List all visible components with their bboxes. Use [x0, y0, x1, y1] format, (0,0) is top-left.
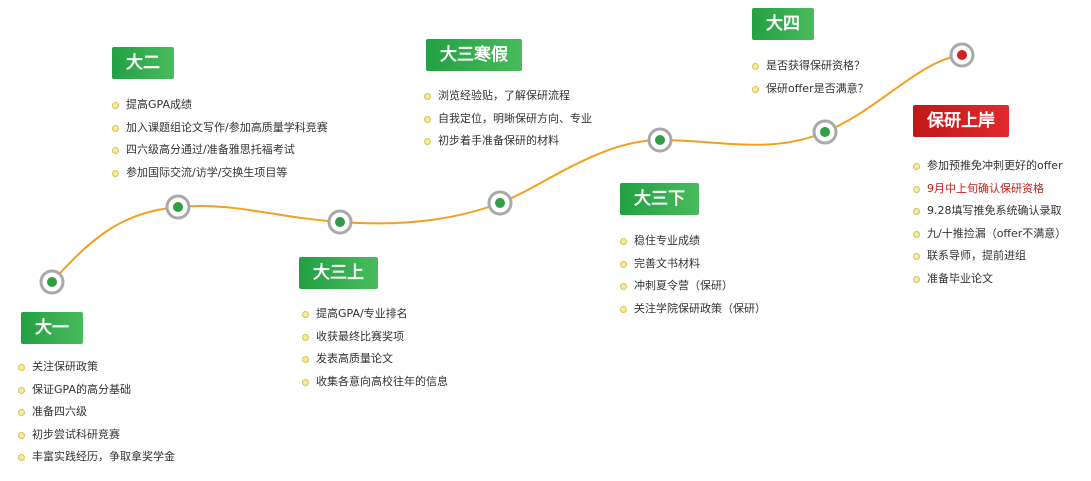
bullet-icon [112, 124, 119, 132]
bullet-icon [424, 93, 431, 100]
node-dasi [812, 119, 838, 145]
list-item: 丰富实践经历，争取拿奖学金 [18, 446, 175, 469]
node-dasanhanjia [487, 190, 513, 216]
stage-items-dasanhanjia: 浏览经验贴，了解保研流程 自我定位，明晰保研方向、专业 初步着手准备保研的材料 [424, 85, 592, 153]
stage-label-dasanhanjia: 大三寒假 [426, 39, 522, 71]
list-item: 准备毕业论文 [913, 268, 1066, 291]
list-item: 加入课题组论文写作/参加高质量学科竞赛 [112, 117, 328, 140]
list-item: 收获最终比赛奖项 [302, 326, 448, 349]
bullet-icon [424, 138, 431, 146]
list-item: 完善文书材料 [620, 253, 766, 276]
list-item: 初步尝试科研竞赛 [18, 424, 175, 447]
list-item: 提高GPA/专业排名 [302, 303, 448, 326]
node-dasanshang [327, 209, 353, 235]
list-item: 四六级高分通过/准备雅思托福考试 [112, 139, 328, 162]
bullet-icon [112, 169, 119, 177]
stage-items-dasanxia: 稳住专业成绩 完善文书材料 冲刺夏令营（保研） 关注学院保研政策（保研） [620, 230, 766, 320]
bullet-icon [18, 409, 25, 417]
list-item: 参加预推免冲刺更好的offer [913, 155, 1066, 178]
node-baoyan [949, 42, 975, 68]
list-item: 准备四六级 [18, 401, 175, 424]
stage-label-dasanxia: 大三下 [620, 183, 699, 215]
list-item: 初步着手准备保研的材料 [424, 130, 592, 153]
bullet-icon [18, 386, 25, 394]
bullet-icon [302, 333, 309, 341]
list-item: 自我定位，明晰保研方向、专业 [424, 108, 592, 131]
bullet-icon [302, 378, 309, 386]
stage-label-dasanshang: 大三上 [299, 257, 378, 289]
bullet-icon [913, 230, 920, 238]
list-item: 9.28填写推免系统确认录取 [913, 200, 1066, 223]
stage-items-dayi: 关注保研政策 保证GPA的高分基础 准备四六级 初步尝试科研竞赛 丰富实践经历，… [18, 356, 175, 469]
stage-label-dasi: 大四 [752, 8, 814, 40]
list-item: 关注保研政策 [18, 356, 175, 379]
list-item: 是否获得保研资格？ [752, 55, 869, 78]
bullet-icon [424, 115, 431, 123]
list-item: 提高GPA成绩 [112, 94, 328, 117]
list-item: 保研offer是否满意？ [752, 78, 869, 101]
stage-label-baoyan: 保研上岸 [913, 105, 1009, 137]
stage-items-dasi: 是否获得保研资格？ 保研offer是否满意？ [752, 55, 869, 100]
stage-label-daer: 大二 [112, 47, 174, 79]
bullet-icon [18, 431, 25, 439]
bullet-icon [913, 253, 920, 261]
bullet-icon [112, 102, 119, 109]
node-daer [165, 194, 191, 220]
list-item-highlight: 9月中上旬确认保研资格 [913, 178, 1066, 201]
bullet-icon [913, 163, 920, 170]
bullet-icon [620, 238, 627, 245]
list-item: 保证GPA的高分基础 [18, 379, 175, 402]
list-item: 冲刺夏令营（保研） [620, 275, 766, 298]
list-item: 发表高质量论文 [302, 348, 448, 371]
list-item: 稳住专业成绩 [620, 230, 766, 253]
bullet-icon [18, 454, 25, 462]
list-item: 联系导师，提前进组 [913, 245, 1066, 268]
bullet-icon [620, 283, 627, 291]
bullet-icon [302, 356, 309, 364]
bullet-icon [752, 85, 759, 93]
node-dayi [39, 269, 65, 295]
list-item: 关注学院保研政策（保研） [620, 298, 766, 321]
bullet-icon [913, 208, 920, 216]
list-item: 浏览经验贴，了解保研流程 [424, 85, 592, 108]
list-item: 收集各意向高校往年的信息 [302, 371, 448, 394]
bullet-icon [620, 260, 627, 268]
bullet-icon [752, 63, 759, 70]
bullet-icon [302, 311, 309, 318]
list-item: 参加国际交流/访学/交换生项目等 [112, 162, 328, 185]
stage-items-baoyan: 参加预推免冲刺更好的offer 9月中上旬确认保研资格 9.28填写推免系统确认… [913, 155, 1066, 291]
bullet-icon [18, 364, 25, 371]
bullet-icon [913, 275, 920, 283]
bullet-icon [112, 147, 119, 155]
list-item: 九/十推捡漏（offer不满意） [913, 223, 1066, 246]
node-dasanxia [647, 127, 673, 153]
stage-items-daer: 提高GPA成绩 加入课题组论文写作/参加高质量学科竞赛 四六级高分通过/准备雅思… [112, 94, 328, 184]
stage-label-dayi: 大一 [21, 312, 83, 344]
bullet-icon [620, 305, 627, 313]
bullet-icon [913, 185, 920, 193]
stage-items-dasanshang: 提高GPA/专业排名 收获最终比赛奖项 发表高质量论文 收集各意向高校往年的信息 [302, 303, 448, 393]
